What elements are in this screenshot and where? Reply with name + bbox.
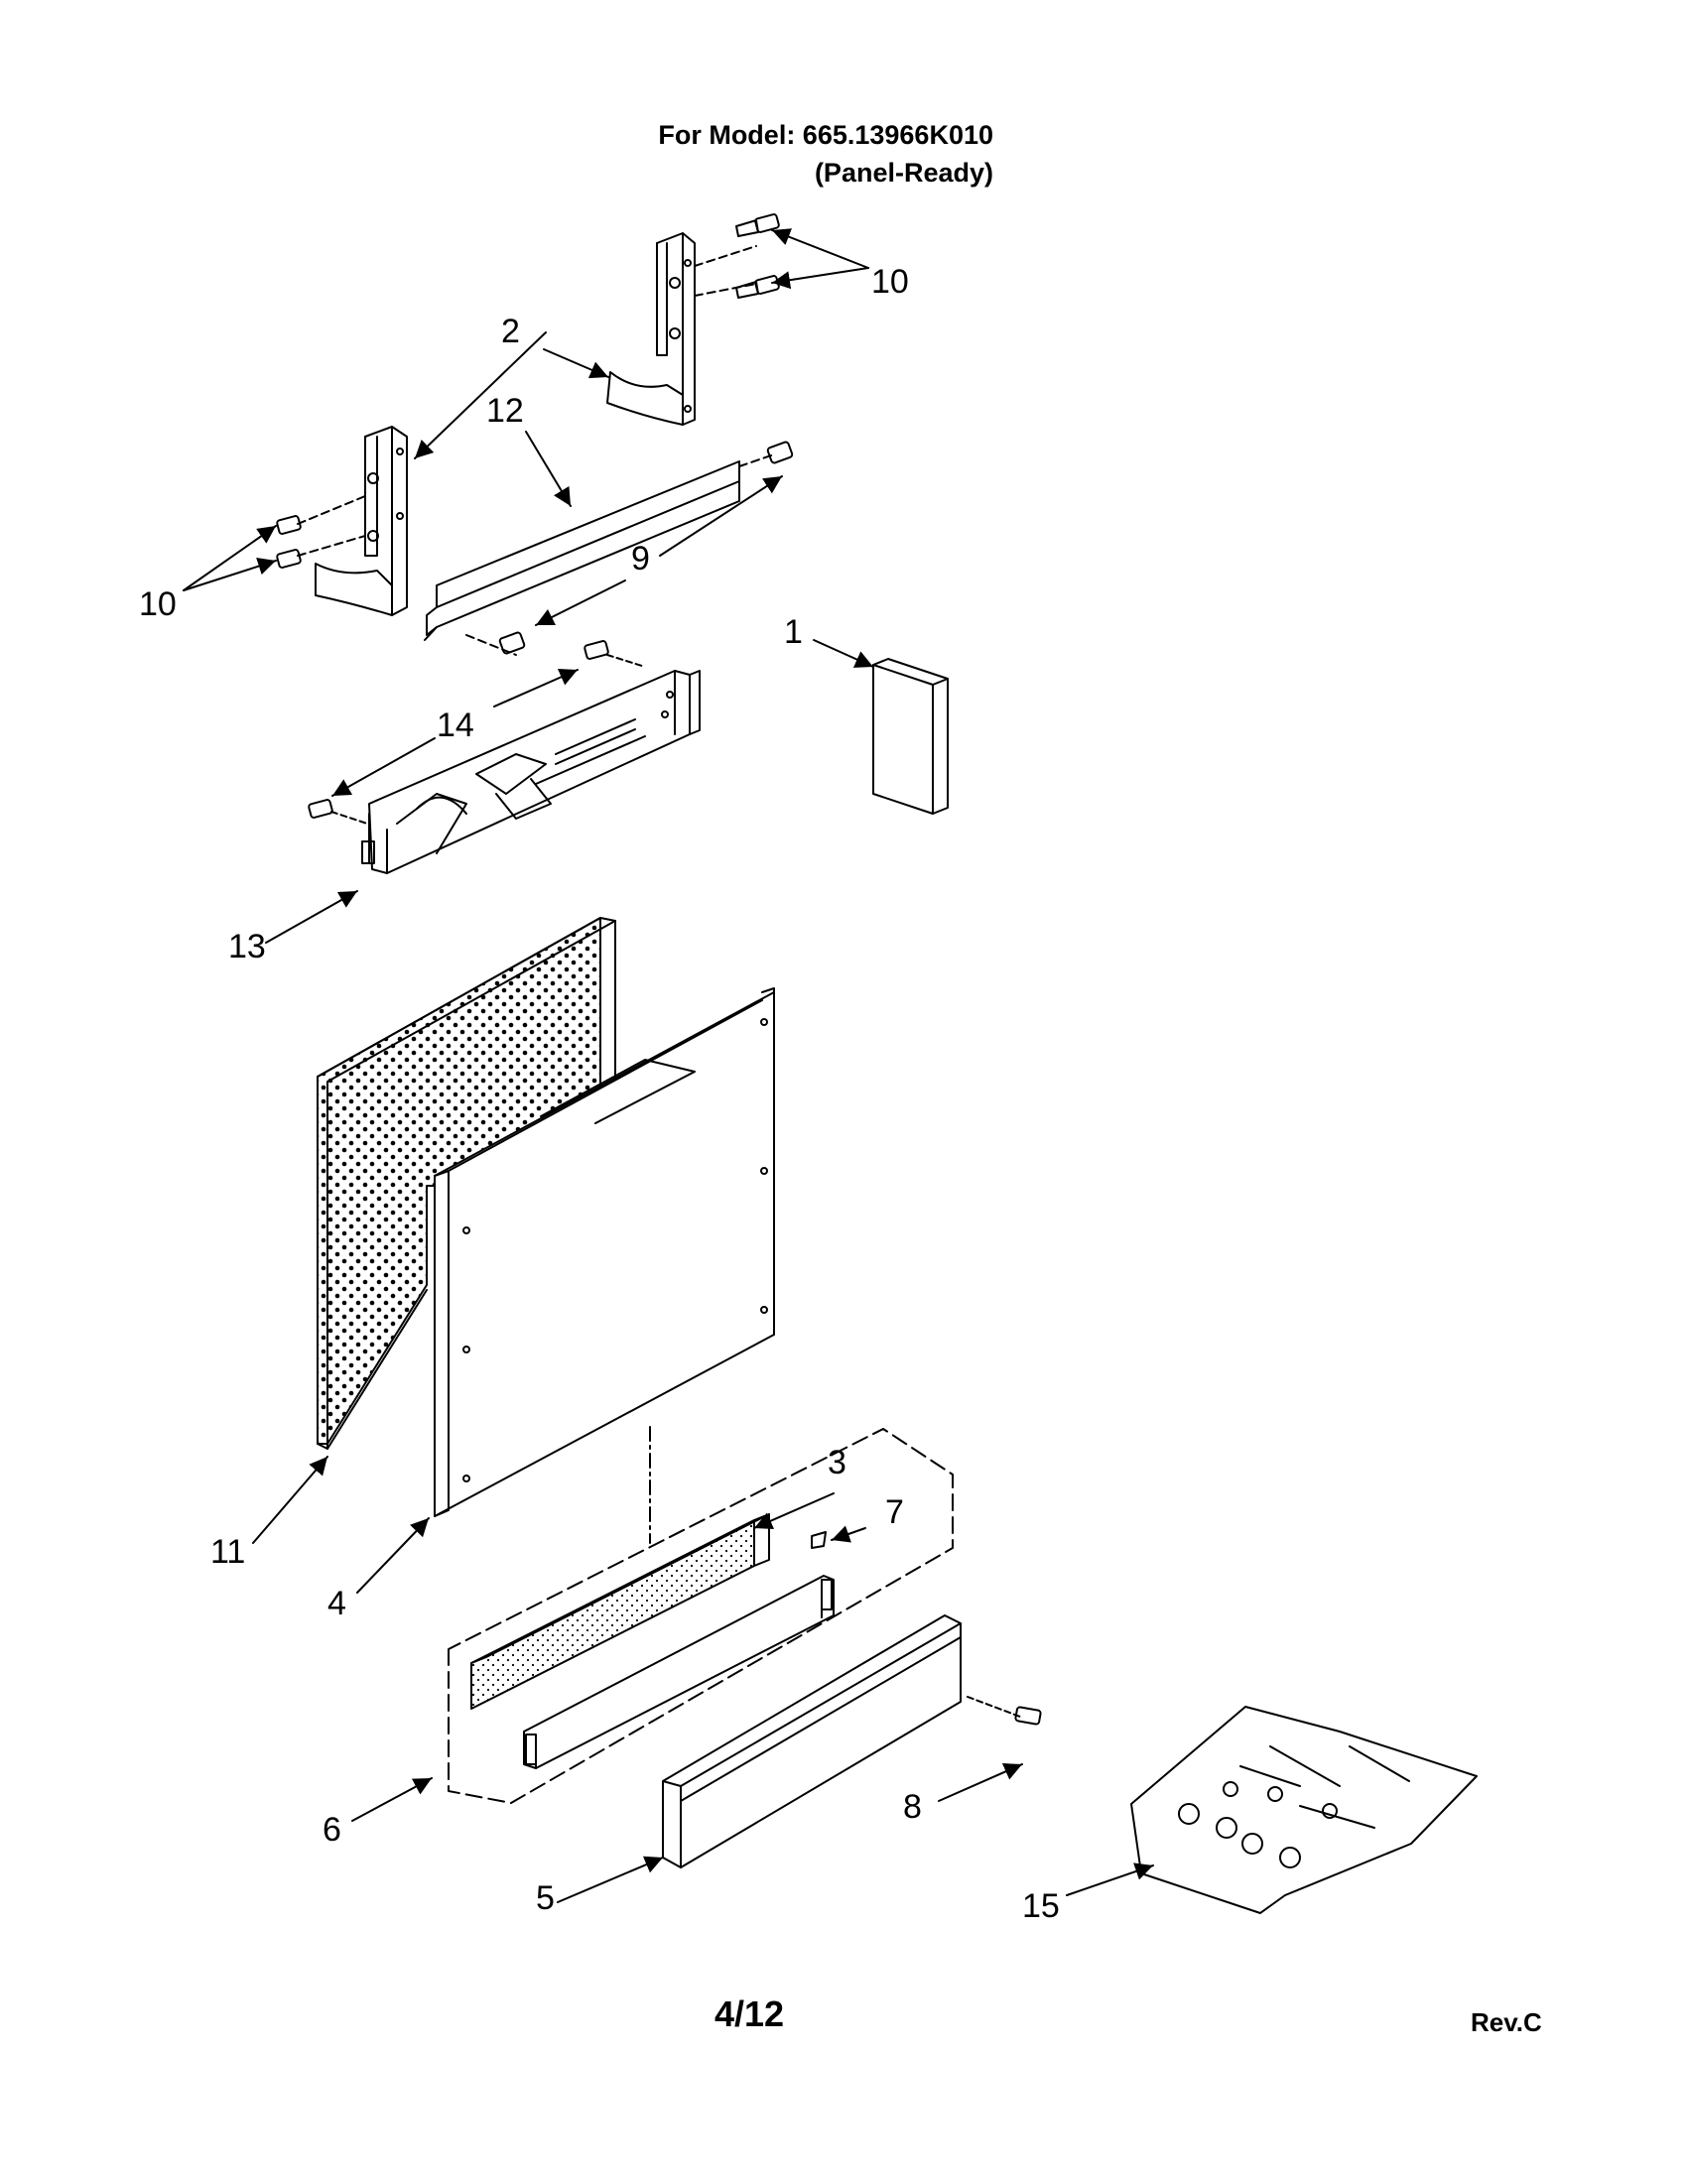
screw-part xyxy=(308,799,368,825)
bracket-left-part xyxy=(315,426,408,616)
door-panel-part xyxy=(434,987,775,1517)
callout-14: 14 xyxy=(437,707,474,744)
callout-9: 9 xyxy=(631,540,650,578)
kit-outline xyxy=(448,1428,954,1804)
callout-12: 12 xyxy=(486,392,524,430)
model-line: For Model: 665.13966K010 xyxy=(658,120,993,150)
callout-4: 4 xyxy=(327,1585,346,1622)
callout-6: 6 xyxy=(323,1811,341,1849)
callout-5: 5 xyxy=(536,1879,555,1917)
revision-label: Rev.C xyxy=(1471,2007,1542,2037)
screw-part xyxy=(735,213,780,299)
kicker-strip-part xyxy=(523,1575,835,1769)
callout-11: 11 xyxy=(210,1533,245,1571)
callout-1: 1 xyxy=(784,613,803,651)
callout-numbers: 1 2 3 4 5 6 7 8 9 10 10 11 12 13 14 15 xyxy=(139,263,1060,1925)
toe-kick-part xyxy=(662,1614,962,1868)
screw-part xyxy=(1014,1706,1042,1726)
foam-strip-part xyxy=(470,1513,770,1710)
hardware-bag-part xyxy=(1130,1706,1478,1914)
page-number: 4/12 xyxy=(714,1993,785,2034)
latch-assembly-part xyxy=(361,670,701,874)
callout-15: 15 xyxy=(1022,1887,1060,1925)
callout-2: 2 xyxy=(501,313,520,350)
variant-line: (Panel-Ready) xyxy=(814,158,993,188)
callout-3: 3 xyxy=(828,1444,846,1481)
callout-10: 10 xyxy=(871,263,909,301)
screw-part xyxy=(498,631,526,655)
rail-part xyxy=(424,460,740,641)
callout-10b: 10 xyxy=(139,585,177,623)
screw-part xyxy=(584,640,646,668)
callout-13: 13 xyxy=(228,928,266,965)
screw-part xyxy=(276,515,302,569)
leader-lines xyxy=(183,228,1154,1903)
pad-part xyxy=(872,658,949,815)
screw-part xyxy=(766,441,794,464)
callout-7: 7 xyxy=(885,1493,904,1531)
bracket-right-part xyxy=(606,232,696,426)
callout-8: 8 xyxy=(903,1788,922,1826)
clip-part xyxy=(811,1531,827,1549)
